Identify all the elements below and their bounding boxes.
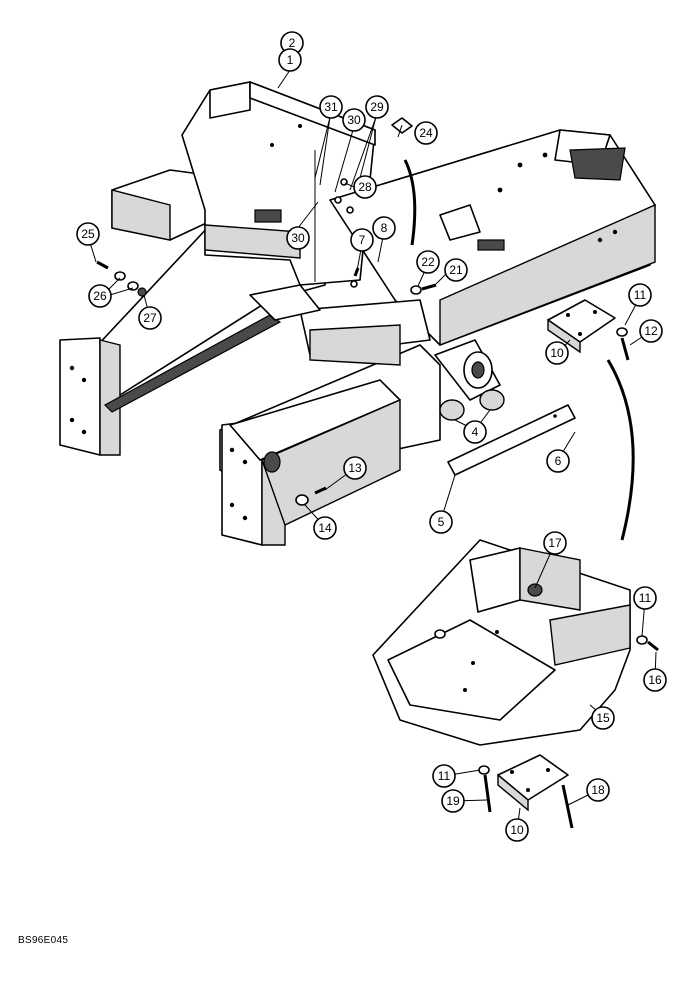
callout-18: 18 <box>586 778 610 802</box>
svg-text:29: 29 <box>370 100 384 114</box>
svg-text:22: 22 <box>421 255 435 269</box>
drawing-code-label: BS96E045 <box>18 935 69 946</box>
svg-text:19: 19 <box>446 794 460 808</box>
callout-30-lower: 30 <box>286 226 310 250</box>
svg-text:11: 11 <box>634 288 647 302</box>
svg-text:26: 26 <box>93 289 107 303</box>
svg-text:18: 18 <box>591 783 605 797</box>
svg-text:28: 28 <box>358 180 372 194</box>
svg-text:25: 25 <box>81 227 95 241</box>
callout-15: 15 <box>591 706 615 730</box>
pivot-housing <box>434 339 505 421</box>
callout-16: 16 <box>643 668 667 692</box>
callout-1: 1 <box>278 48 302 72</box>
left-lower-plate <box>221 379 401 546</box>
callout-28: 28 <box>353 175 377 199</box>
svg-text:2: 2 <box>289 36 296 50</box>
callout-25: 25 <box>76 222 100 246</box>
callout-11-right: 11 <box>633 586 657 610</box>
callout-5: 5 <box>429 510 453 534</box>
svg-text:4: 4 <box>472 425 479 439</box>
routing-line <box>606 359 635 541</box>
svg-text:14: 14 <box>318 521 332 535</box>
svg-text:11: 11 <box>639 591 652 605</box>
callout-11-lower: 11 <box>432 764 456 788</box>
callout-6: 6 <box>546 449 570 473</box>
svg-text:6: 6 <box>555 454 562 468</box>
callout-21: 21 <box>444 258 468 282</box>
callout-19: 19 <box>441 789 465 813</box>
svg-text:30: 30 <box>291 231 305 245</box>
svg-text:15: 15 <box>596 711 610 725</box>
callout-10-lower: 10 <box>505 818 529 842</box>
svg-text:5: 5 <box>438 515 445 529</box>
callout-12: 12 <box>639 319 663 343</box>
svg-text:21: 21 <box>449 263 463 277</box>
svg-text:10: 10 <box>550 346 564 360</box>
svg-text:24: 24 <box>419 126 433 140</box>
callout-24: 24 <box>414 121 438 145</box>
callout-31: 31 <box>319 95 343 119</box>
svg-text:11: 11 <box>438 769 451 783</box>
callout-13: 13 <box>343 456 367 480</box>
callout-10-upper: 10 <box>545 341 569 365</box>
plate-5 <box>447 404 576 476</box>
small-hardware <box>96 117 437 506</box>
svg-text:7: 7 <box>359 233 366 247</box>
callout-4: 4 <box>463 420 487 444</box>
callout-27: 27 <box>138 306 162 330</box>
left-side-plate <box>59 224 326 456</box>
routing-line-upper <box>403 159 417 246</box>
upper-mount-hardware <box>616 327 630 361</box>
svg-text:31: 31 <box>324 100 338 114</box>
callout-8: 8 <box>372 216 396 240</box>
svg-text:16: 16 <box>648 673 662 687</box>
counterweight-15 <box>372 539 631 746</box>
svg-text:12: 12 <box>644 324 658 338</box>
upper-mount-10 <box>547 299 616 354</box>
callout-11-upper: 11 <box>628 283 652 307</box>
callout-7: 7 <box>350 228 374 252</box>
lower-mount-10 <box>497 754 569 812</box>
svg-text:17: 17 <box>548 536 562 550</box>
svg-text:1: 1 <box>287 53 294 67</box>
svg-text:13: 13 <box>348 461 362 475</box>
svg-text:10: 10 <box>510 823 524 837</box>
callout-26: 26 <box>88 284 112 308</box>
callout-17: 17 <box>543 531 567 555</box>
svg-text:8: 8 <box>381 221 388 235</box>
callout-30-upper: 30 <box>342 108 366 132</box>
callout-22: 22 <box>416 250 440 274</box>
callout-14: 14 <box>313 516 337 540</box>
svg-text:27: 27 <box>143 311 157 325</box>
callout-29: 29 <box>365 95 389 119</box>
svg-text:30: 30 <box>347 113 361 127</box>
